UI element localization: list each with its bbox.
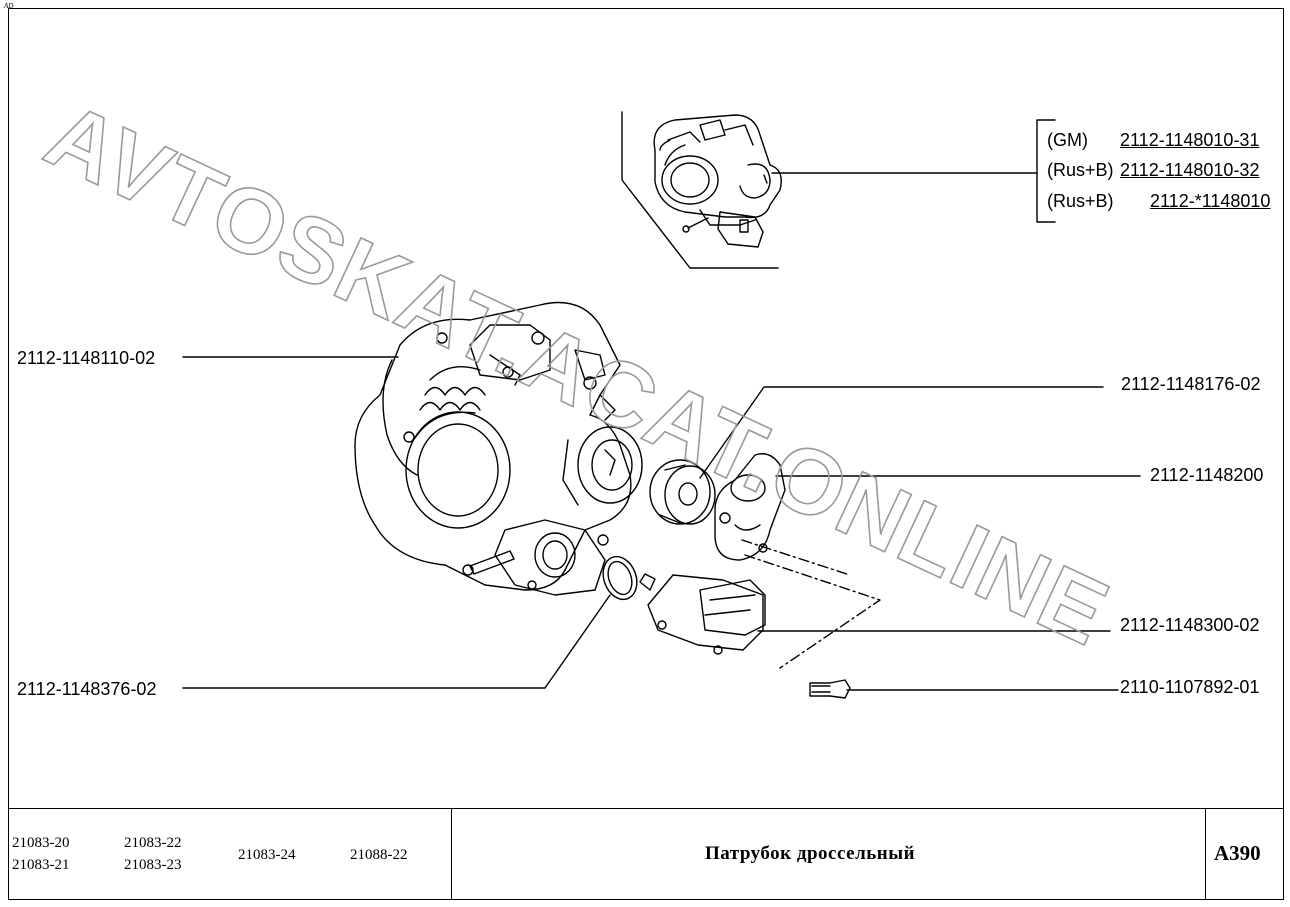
idle-air-motor [639,573,766,655]
overview-assembly [653,114,782,248]
variant-part: 2112-1148010-32 [1120,160,1260,180]
callout-right-4: 2110-1107892-01 [1120,677,1260,697]
variant-row: (Rus+B) [1047,160,1114,180]
title-cell: Патрубок дроссельный [452,808,1206,900]
model-code: 21083-23 [124,857,182,873]
model-code: 21083-21 [12,857,70,873]
seal-ring [649,459,716,525]
callout-right-2: 2112-1148200 [1150,465,1264,485]
model-code: 21088-22 [350,847,408,863]
model-code: 21083-20 [12,835,70,851]
variant-row: (Rus+B) [1047,191,1114,211]
throttle-body [354,301,643,596]
callout-right-1: 2112-1148176-02 [1121,374,1261,394]
sheet-code: А390 [1214,841,1261,865]
model-code: 21083-22 [124,835,182,851]
title-block: 21083-20 21083-21 21083-22 21083-23 2108… [8,808,1284,900]
variant-tag: (Rus+B) [1047,191,1114,211]
o-ring [602,555,638,601]
variant-tag: (Rus+B) [1047,160,1114,180]
variant-part: 2112-*1148010 [1150,191,1271,211]
callout-left-1: 2112-1148110-02 [17,348,156,368]
model-code: 21083-24 [238,847,296,863]
models-cell: 21083-20 21083-21 21083-22 21083-23 2108… [8,808,452,900]
drawing-frame [8,8,1284,900]
corner-mark: AD [4,2,14,10]
variant-tag: (GM) [1047,130,1088,150]
code-cell: А390 [1206,808,1284,900]
position-sensor [714,453,786,561]
variant-part: 2112-1148010-31 [1120,130,1260,150]
callout-left-2: 2112-1148376-02 [17,679,157,699]
variant-row: (GM) [1047,130,1088,150]
drawing-title: Патрубок дроссельный [705,843,916,864]
screw [809,679,851,699]
callout-right-3: 2112-1148300-02 [1120,615,1260,635]
